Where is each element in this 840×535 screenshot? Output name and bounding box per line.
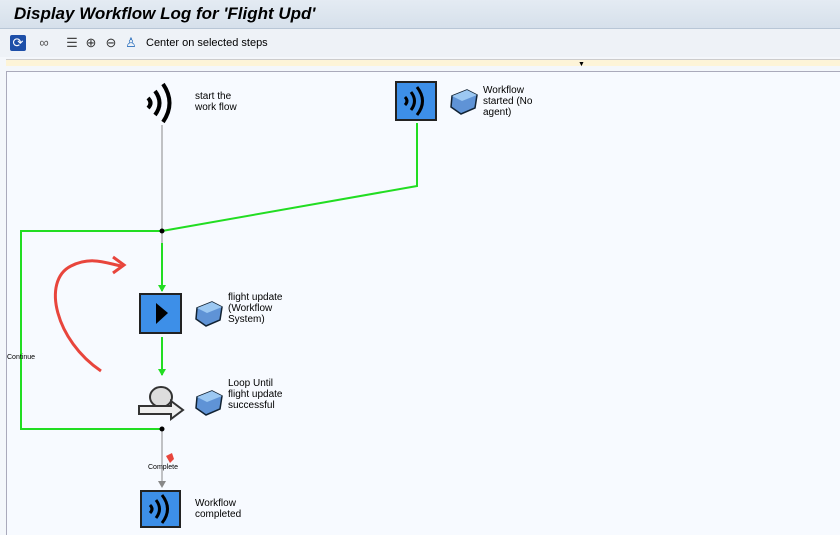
node-label-completed[interactable]: Workflow completed bbox=[195, 498, 242, 520]
edge-started bbox=[161, 123, 418, 232]
legend-icon[interactable]: ☰ bbox=[66, 35, 78, 50]
node-label-started[interactable]: Workflow started (No agent) bbox=[483, 85, 533, 118]
info-bar bbox=[6, 59, 840, 66]
start-event-icon bbox=[146, 82, 172, 124]
workflow-started-icon bbox=[395, 81, 437, 121]
zoom-out-icon[interactable]: ⊖ bbox=[105, 35, 117, 50]
agent-box-icon bbox=[195, 301, 223, 327]
center-on-selected-steps-button[interactable]: Center on selected steps bbox=[146, 37, 268, 49]
edge-continue bbox=[20, 230, 162, 430]
workflow-completed-icon bbox=[140, 481, 181, 528]
loop-icon bbox=[138, 386, 185, 421]
agent-box-icon bbox=[450, 89, 478, 115]
edge-label-continue: Continue bbox=[7, 354, 36, 361]
workflow-graph: start the work flow Workflow started (No… bbox=[6, 71, 840, 535]
edge-label-complete: Complete bbox=[148, 464, 178, 471]
toolbar: ⟳ ∞ ☰ ⊕ ⊖ ♙ Center on selected steps bbox=[0, 29, 840, 57]
agent-box-icon bbox=[195, 390, 223, 416]
node-label-flight-update[interactable]: flight update (Workflow System) bbox=[228, 292, 283, 325]
glasses-icon[interactable]: ∞ bbox=[39, 35, 49, 50]
node-label-start[interactable]: start the work flow bbox=[195, 91, 237, 113]
activity-step-icon bbox=[139, 293, 182, 334]
annotation-mark bbox=[166, 453, 174, 463]
page-title: Display Workflow Log for 'Flight Upd' bbox=[14, 4, 316, 23]
user-landscape-icon[interactable]: ♙ bbox=[125, 35, 137, 50]
node-label-loop[interactable]: Loop Until flight update successful bbox=[228, 378, 283, 411]
title-bar: Display Workflow Log for 'Flight Upd' bbox=[0, 0, 840, 29]
chevron-down-icon[interactable]: ▼ bbox=[578, 61, 585, 68]
zoom-in-icon[interactable]: ⊕ bbox=[85, 35, 97, 50]
annotation-arrow bbox=[54, 259, 122, 373]
refresh-icon[interactable]: ⟳ bbox=[10, 35, 26, 51]
